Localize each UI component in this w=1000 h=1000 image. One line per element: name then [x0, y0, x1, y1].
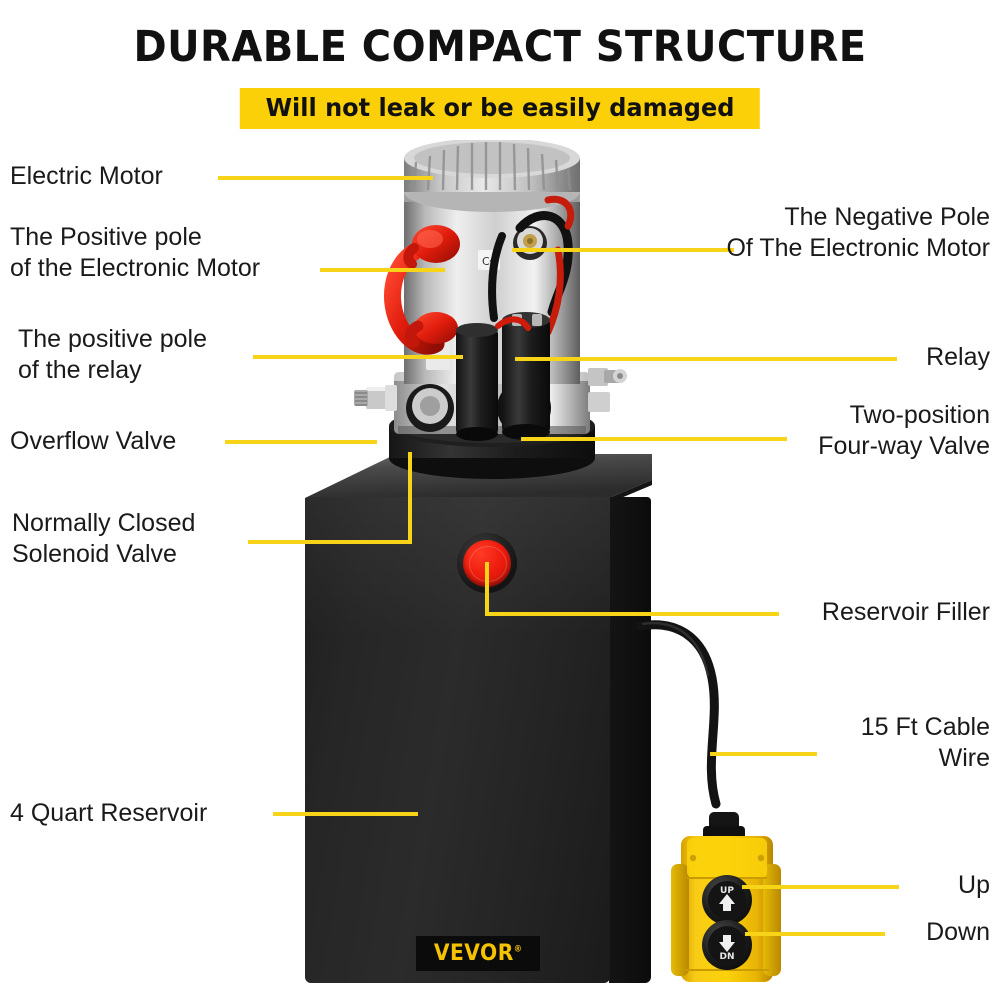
up-button: UP — [702, 875, 752, 925]
relay — [502, 312, 550, 440]
subtitle-text: Will not leak or be easily damaged — [265, 93, 735, 122]
pendant-remote[interactable]: UP DN — [665, 812, 787, 990]
cable-wire — [600, 590, 800, 850]
leader-solenoid-valve — [248, 540, 412, 544]
leader-reservoir — [273, 812, 418, 816]
page-title: DURABLE COMPACT STRUCTURE — [133, 22, 867, 72]
callout-up: Up — [958, 871, 990, 899]
svg-text:UP: UP — [720, 886, 734, 896]
down-button: DN — [702, 920, 752, 970]
leader-negative-pole-motor — [512, 248, 734, 252]
leader-electric-motor — [218, 176, 433, 180]
leader-four-way-valve — [521, 437, 787, 441]
callout-cable-wire: 15 Ft Cable Wire — [860, 713, 990, 772]
vevor-logo: VEVOR® — [416, 936, 540, 971]
callout-down: Down — [926, 918, 990, 946]
callout-relay: Relay — [926, 343, 990, 371]
leader-relay — [515, 357, 897, 361]
vevor-wordmark: VEVOR® — [433, 941, 523, 966]
callout-electric-motor: Electric Motor — [10, 162, 163, 190]
leader-reservoir-filler — [485, 612, 779, 616]
callout-positive-pole-relay: The positive pole of the relay — [18, 325, 208, 384]
solenoid-valve — [456, 323, 498, 441]
leader-positive-pole-relay — [253, 355, 463, 359]
callout-four-way-valve: Two-position Four-way Valve — [818, 401, 990, 460]
motor-fan-cap — [404, 140, 580, 212]
motor-pump-assembly: C€ — [352, 140, 632, 485]
reservoir-side-face — [609, 497, 651, 983]
overflow-valve-port — [354, 385, 397, 411]
leader-solenoid-valve-riser — [408, 452, 412, 544]
callout-positive-pole-motor: The Positive pole of the Electronic Moto… — [10, 223, 261, 282]
manifold-right-fittings — [588, 368, 627, 412]
manifold-left-boss — [406, 384, 454, 432]
subtitle-banner: Will not leak or be easily damaged — [239, 88, 761, 129]
callout-reservoir: 4 Quart Reservoir — [10, 799, 208, 827]
callout-overflow-valve: Overflow Valve — [10, 427, 177, 455]
callout-solenoid-valve: Normally Closed Solenoid Valve — [12, 509, 196, 568]
positive-terminal-boot — [384, 225, 460, 355]
leader-positive-pole-motor — [320, 268, 445, 272]
leader-reservoir-filler-v — [485, 562, 489, 616]
leader-overflow-valve — [225, 440, 377, 444]
leader-cable-wire — [710, 752, 817, 756]
callout-reservoir-filler: Reservoir Filler — [821, 598, 990, 626]
leader-down — [745, 932, 885, 936]
leader-up — [742, 885, 899, 889]
svg-text:DN: DN — [719, 952, 734, 962]
callout-negative-pole-motor: The Negative Pole Of The Electronic Moto… — [726, 203, 990, 262]
